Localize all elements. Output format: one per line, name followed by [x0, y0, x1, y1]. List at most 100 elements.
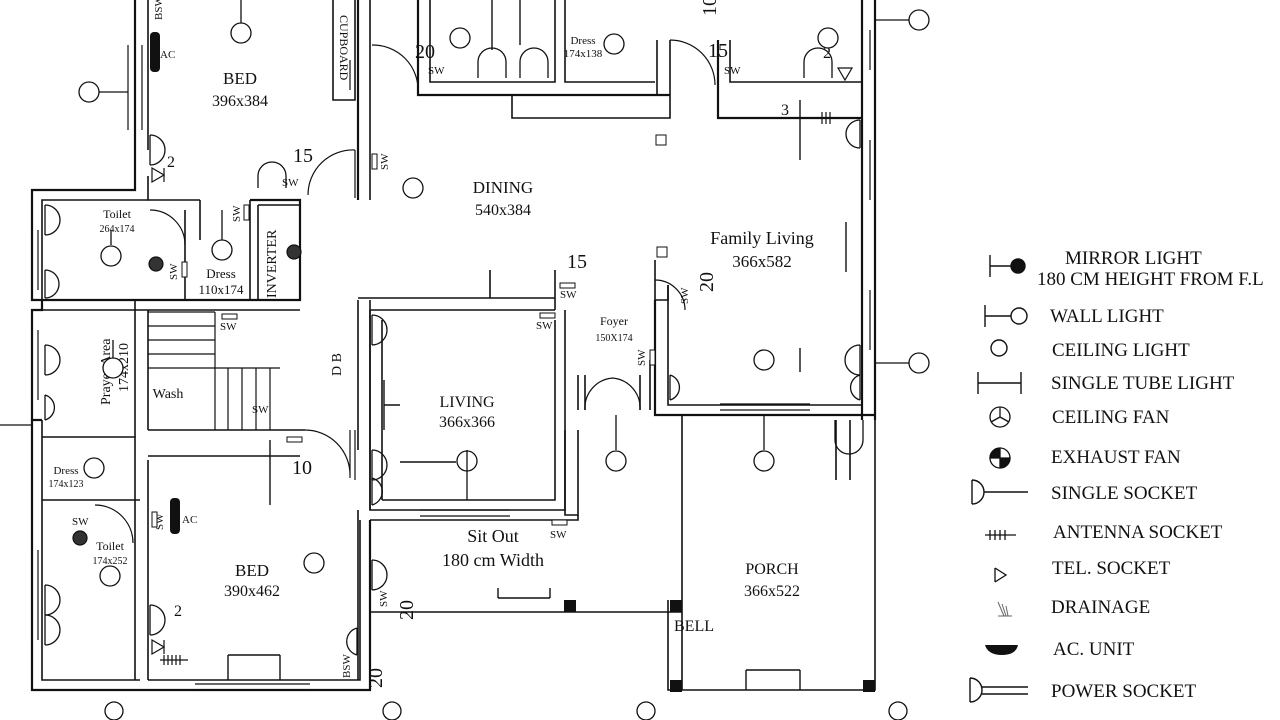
ac-unit-icon	[150, 32, 160, 72]
walls	[30, 0, 877, 692]
switch-box	[151, 511, 158, 528]
dress-bottom-name: Dress	[53, 465, 78, 477]
legend-label: CEILING FAN	[1052, 407, 1170, 428]
drainage-icon	[997, 601, 1012, 617]
dress-mid-name: Dress	[206, 266, 236, 281]
switch-label: SW	[252, 404, 269, 416]
switch-box	[655, 134, 667, 146]
power-socket-icon	[969, 677, 1028, 703]
dress-top-size: 174x138	[564, 48, 603, 60]
exhaust-fan-icon	[286, 244, 302, 260]
number-10: 10	[699, 0, 721, 16]
switch-label: SW	[536, 320, 553, 332]
wall-light-icon	[104, 701, 124, 720]
legend-sublabel: 180 CM HEIGHT FROM F.L	[1037, 269, 1264, 290]
single-socket-icon	[971, 479, 1028, 505]
porch-name: PORCH	[745, 561, 799, 578]
bed-bottom-size: 390x462	[224, 583, 280, 600]
single-tube-light-icon	[745, 669, 801, 690]
legend-item: SINGLE TUBE LIGHT	[977, 372, 1235, 394]
living-name: LIVING	[439, 394, 495, 411]
legend-label: EXHAUST FAN	[1051, 447, 1181, 468]
door-swings	[94, 39, 716, 544]
single-tube-light-icon	[383, 380, 400, 430]
switch-box	[649, 349, 656, 366]
single-sockets	[44, 47, 864, 656]
foyer-size: 150X174	[595, 333, 632, 344]
number-2: 2	[174, 603, 182, 620]
ceiling-light-icon	[449, 27, 471, 49]
inverter-label: INVERTER	[265, 229, 280, 298]
single-socket-icon	[849, 374, 861, 401]
wall-light-icon	[908, 352, 930, 374]
legend-item: AC. UNIT	[985, 639, 1135, 660]
number-15: 15	[708, 40, 728, 62]
single-socket-icon	[149, 134, 166, 166]
ceiling-light-icon	[603, 33, 625, 55]
single-socket-icon	[149, 604, 166, 636]
ceiling-light-icon	[211, 239, 233, 261]
ceiling-light-icon	[100, 245, 122, 267]
switch-box	[559, 282, 576, 289]
switch-label: SW	[428, 65, 445, 77]
dining-size: 540x384	[475, 202, 531, 219]
single-socket-icon	[44, 584, 61, 616]
legend-item: TEL. SOCKET	[994, 558, 1171, 583]
wall-light-icon	[78, 81, 100, 103]
single-socket-icon	[371, 449, 388, 481]
ceiling-light-icon	[753, 349, 775, 371]
single-socket-icon	[44, 344, 61, 376]
switch-label: SW	[378, 590, 390, 607]
ceiling-light-icon	[230, 22, 252, 44]
single-socket-icon	[44, 269, 60, 299]
single-tube-light-icon	[227, 654, 281, 680]
switch-label: SW	[379, 153, 391, 170]
legend: MIRROR LIGHT 180 CM HEIGHT FROM F.L WALL…	[969, 248, 1264, 703]
wall-light-icon	[908, 9, 930, 31]
switch-box	[286, 436, 303, 443]
legend-item: WALL LIGHT	[984, 305, 1164, 327]
legend-label: CEILING LIGHT	[1052, 340, 1190, 361]
single-socket-icon	[477, 47, 507, 78]
switch-label: SW	[560, 289, 577, 301]
ceiling-light-icon	[99, 565, 121, 587]
number-2: 2	[823, 45, 831, 62]
tel-socket-icon	[994, 567, 1008, 583]
wall-light-icon	[888, 701, 908, 720]
ceiling-light-icon	[402, 177, 424, 199]
switch-box	[243, 204, 250, 221]
db-label: D B	[330, 353, 345, 376]
number-20: 20	[396, 600, 418, 620]
single-socket-icon	[669, 374, 681, 401]
column	[863, 680, 875, 692]
room-labels: BED 396x384 DINING 540x384 Family Living…	[49, 15, 814, 635]
number-20: 20	[365, 668, 387, 688]
sit-out-name: Sit Out	[467, 526, 519, 546]
dining-name: DINING	[473, 178, 533, 197]
foyer-name: Foyer	[600, 314, 628, 328]
tel-socket-icon	[836, 67, 854, 82]
wash-label: Wash	[153, 387, 184, 402]
ceiling-light-icon	[817, 27, 839, 49]
ceiling-lights	[83, 22, 839, 587]
cupboard-label: CUPBOARD	[337, 15, 351, 81]
single-socket-icon	[519, 47, 549, 78]
switch-box	[539, 312, 556, 319]
exhaust-fans	[72, 244, 302, 546]
legend-label: MIRROR LIGHT	[1065, 248, 1202, 269]
legend-label: AC. UNIT	[1053, 639, 1135, 660]
column	[564, 600, 576, 612]
switch-label: SW	[550, 529, 567, 541]
legend-label: SINGLE SOCKET	[1051, 483, 1198, 504]
switch-box	[656, 246, 668, 258]
sit-out-size: 180 cm Width	[442, 550, 544, 570]
single-socket-icon	[371, 314, 388, 346]
legend-label: SINGLE TUBE LIGHT	[1051, 373, 1235, 394]
single-socket-icon	[44, 204, 61, 236]
antenna-socket-icon	[818, 112, 840, 124]
switch-label: SW	[724, 65, 741, 77]
switch-box	[221, 313, 238, 320]
bed-top-name: BED	[223, 69, 257, 88]
switch-label: SW	[679, 287, 691, 304]
exhaust-fan-icon	[72, 530, 88, 546]
